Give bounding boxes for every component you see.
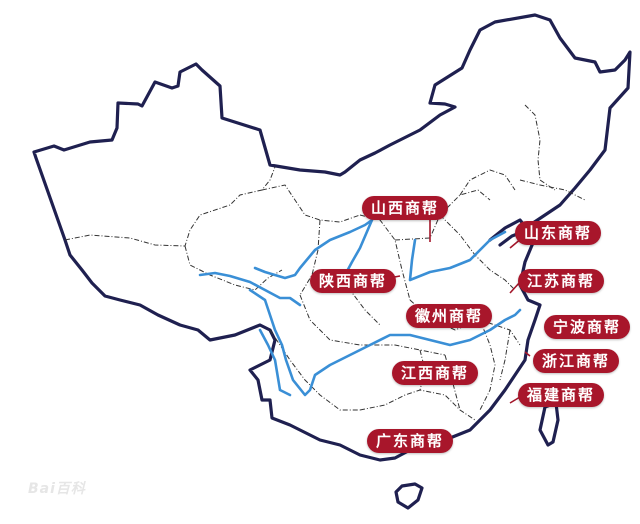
province-borders (64, 104, 586, 421)
label-fujian-merchants: 福建商帮 (518, 383, 605, 407)
hainan-island (394, 482, 424, 510)
label-jiangsu-merchants: 江苏商帮 (518, 269, 605, 293)
national-border (32, 13, 632, 462)
label-zhejiang-merchants: 浙江商帮 (533, 349, 620, 373)
rivers (198, 218, 522, 397)
label-shanxi-merchants: 山西商帮 (362, 196, 449, 220)
label-shandong-merchants: 山东商帮 (515, 221, 602, 245)
label-shaanxi-merchants: 陕西商帮 (310, 269, 397, 293)
label-guangdong-merchants: 广东商帮 (367, 429, 454, 453)
label-jiangxi-merchants: 江西商帮 (392, 361, 479, 385)
yangtze-river (248, 288, 522, 397)
label-ningbo-merchants: 宁波商帮 (544, 315, 631, 339)
taiwan-island (538, 401, 560, 447)
label-huizhou-merchants: 徽州商帮 (406, 304, 493, 328)
baidu-watermark: Bai百科 (28, 481, 86, 497)
yellow-river (198, 218, 507, 307)
